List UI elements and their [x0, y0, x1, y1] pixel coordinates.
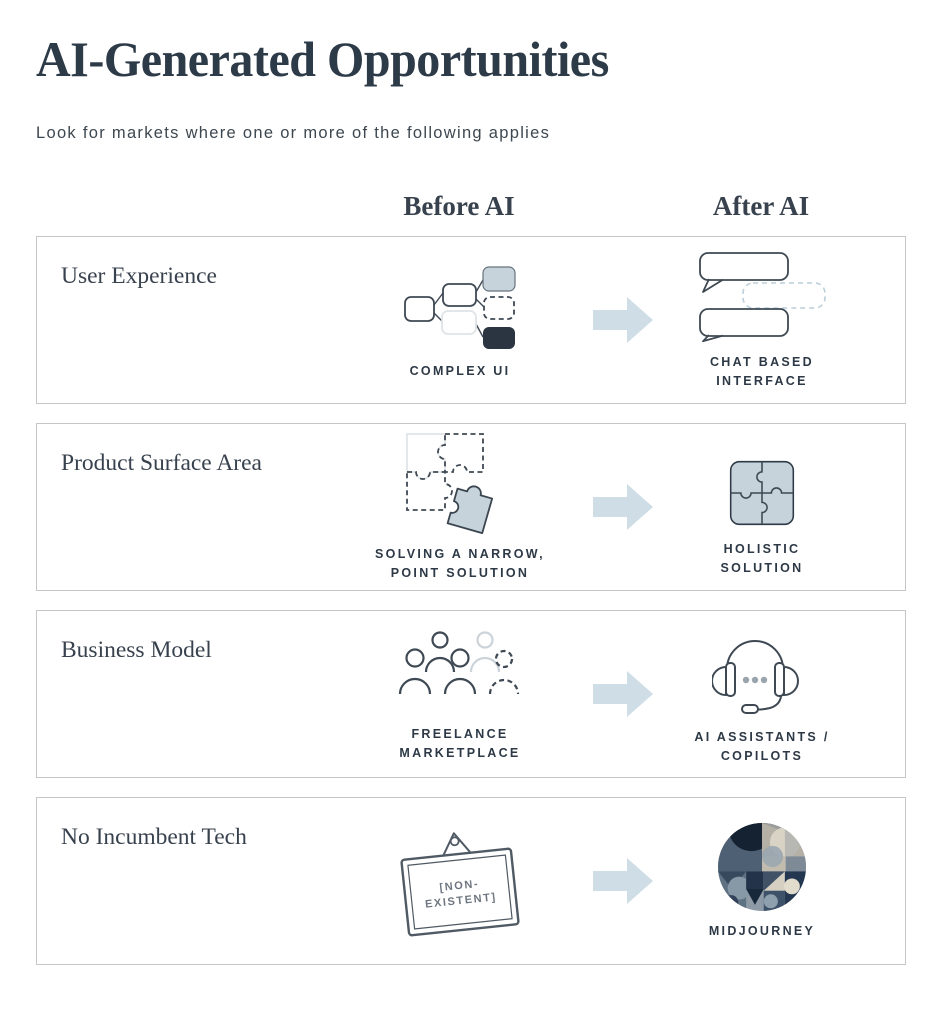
after-cell: AI ASSISTANTS / COPILOTS	[668, 611, 856, 777]
page-title: AI-Generated Opportunities	[36, 31, 609, 87]
before-cell: SOLVING A NARROW, POINT SOLUTION	[340, 424, 580, 590]
after-cell: HOLISTIC SOLUTION	[668, 424, 856, 590]
arrow-right-icon	[593, 484, 653, 530]
after-caption: AI ASSISTANTS / COPILOTS	[694, 729, 830, 763]
column-headers: Before AI After AI	[36, 191, 906, 222]
after-cell: MIDJOURNEY	[668, 798, 856, 964]
after-caption: CHAT BASED INTERFACE	[709, 354, 815, 388]
row-business-model: Business Model FREEL	[36, 610, 906, 778]
before-cell: [NON- EXISTENT]	[340, 798, 580, 964]
row-label: User Experience	[61, 263, 217, 289]
arrow-right-icon	[593, 671, 653, 717]
row-no-incumbent-tech: No Incumbent Tech [NON- EXISTENT]	[36, 797, 906, 965]
column-header-after-ai: After AI	[712, 191, 810, 221]
before-caption: SOLVING A NARROW, POINT SOLUTION	[375, 546, 545, 580]
row-product-surface-area: Product Surface Area SOLVING A NARROW, P…	[36, 423, 906, 591]
row-user-experience: User Experience COMPLEX UI	[36, 236, 906, 404]
puzzle-piece-missing-icon	[406, 432, 494, 534]
puzzle-complete-icon	[729, 460, 795, 525]
hanging-sign-icon: [NON- EXISTENT]	[400, 832, 520, 937]
sign-text-line1: [NON-	[439, 878, 480, 894]
arrow-right-icon	[593, 297, 653, 343]
row-label: No Incumbent Tech	[61, 824, 247, 850]
flowchart-boxes-icon	[404, 266, 516, 350]
before-cell: COMPLEX UI	[340, 237, 580, 403]
column-header-before-ai: Before AI	[403, 191, 515, 221]
after-cell: CHAT BASED INTERFACE	[668, 237, 856, 403]
page-subtitle: Look for markets where one or more of th…	[36, 124, 551, 142]
before-caption: COMPLEX UI	[409, 364, 511, 379]
headset-support-icon	[712, 639, 799, 714]
chat-bubbles-icon	[699, 251, 826, 342]
midjourney-abstract-art	[718, 823, 806, 912]
before-caption: FREELANCE MARKETPLACE	[399, 726, 521, 760]
row-label: Product Surface Area	[61, 450, 262, 476]
after-caption: MIDJOURNEY	[708, 924, 816, 939]
after-caption: HOLISTIC SOLUTION	[720, 541, 804, 575]
row-label: Business Model	[61, 637, 212, 663]
people-crowd-icon	[398, 631, 520, 694]
arrow-right-icon	[593, 858, 653, 904]
before-cell: FREELANCE MARKETPLACE	[340, 611, 580, 777]
